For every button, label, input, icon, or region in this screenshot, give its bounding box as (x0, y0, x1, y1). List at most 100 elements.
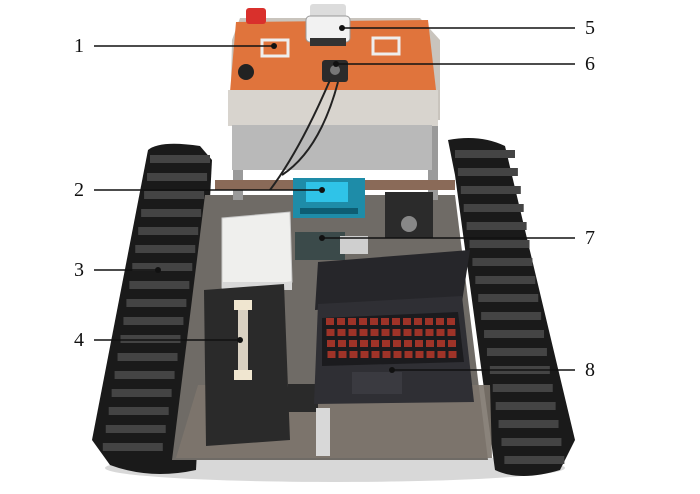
keyboard-key (437, 351, 446, 358)
lidar-sensor-icon (305, 4, 351, 46)
front-bracket (316, 408, 330, 456)
laptop-keys (326, 318, 457, 358)
keyboard-key (426, 340, 434, 347)
handle-icon (260, 38, 290, 58)
keyboard-key (436, 318, 444, 325)
camera-icon (322, 60, 348, 82)
callout-4: 4 (74, 329, 84, 351)
ground-shadow (105, 454, 565, 482)
keyboard-key (338, 351, 347, 358)
track-pad (123, 317, 184, 325)
track-pad (132, 263, 193, 271)
power-module-base (222, 282, 292, 290)
track-pad (492, 384, 553, 392)
driver-board-2 (340, 236, 368, 254)
power-switch (238, 64, 254, 80)
battery-pack (204, 284, 290, 446)
keyboard-key (426, 351, 435, 358)
track-pad (126, 299, 187, 307)
track-pad (135, 245, 196, 253)
track-pad (144, 191, 205, 199)
callout-6: 6 (585, 53, 595, 75)
keyboard-key (415, 351, 424, 358)
keyboard-key (447, 329, 456, 336)
track-pad (457, 168, 518, 176)
keyboard-key (392, 318, 400, 325)
controller-board (293, 178, 365, 218)
track-pad (460, 186, 521, 194)
callout-5: 5 (585, 17, 595, 39)
track-pad (455, 150, 515, 158)
keyboard-key (327, 340, 335, 347)
callout-1: 1 (74, 35, 84, 57)
keyboard-key (359, 318, 367, 325)
track-pad (108, 407, 169, 415)
keyboard-key (393, 351, 402, 358)
track-pad (469, 240, 530, 248)
keyboard-key (371, 351, 380, 358)
keyboard-key (338, 340, 346, 347)
track-pad (129, 281, 190, 289)
keyboard-key (447, 318, 455, 325)
track-pad (501, 438, 562, 446)
keyboard-key (425, 329, 434, 336)
track-pad (481, 312, 542, 320)
keyboard-key (381, 329, 390, 336)
keyboard-key (393, 340, 401, 347)
keyboard-key (436, 329, 445, 336)
track-pad (484, 330, 545, 338)
track-pad (102, 443, 163, 451)
keyboard-key (326, 318, 334, 325)
left-track-pads (102, 155, 210, 451)
keyboard-key (359, 329, 368, 336)
power-module (221, 211, 293, 289)
callout-2: 2 (74, 179, 84, 201)
track-pad (147, 173, 208, 181)
callout-3: 3 (74, 259, 84, 281)
track-pad (504, 456, 565, 464)
keyboard-key (371, 340, 379, 347)
leader-dot-1 (271, 43, 277, 49)
track-pad (478, 294, 539, 302)
track-pad (120, 335, 181, 343)
keyboard-key (326, 329, 335, 336)
keyboard-key (415, 340, 423, 347)
keyboard-key (349, 351, 358, 358)
track-pad (466, 222, 527, 230)
keyboard-key (437, 340, 445, 347)
leader-dot-8 (389, 367, 395, 373)
track-pad (486, 348, 547, 356)
keyboard-key (404, 351, 413, 358)
leader-dot-4 (237, 337, 243, 343)
track-pad (472, 258, 533, 266)
keyboard-key (381, 318, 389, 325)
track-pad (150, 155, 210, 163)
track-pad (141, 209, 202, 217)
laptop-touchpad (352, 372, 402, 394)
track-pad (111, 389, 172, 397)
keyboard-key (370, 318, 378, 325)
track-pad (463, 204, 524, 212)
leader-dot-3 (155, 267, 161, 273)
callout-7: 7 (585, 227, 595, 249)
keyboard-key (370, 329, 379, 336)
beacon-light (246, 8, 266, 24)
keyboard-key (327, 351, 336, 358)
keyboard-key (414, 329, 423, 336)
callout-8: 8 (585, 359, 595, 381)
track-pad (475, 276, 536, 284)
cable (269, 79, 331, 191)
frame-post-right (428, 126, 438, 200)
keyboard-key (448, 340, 456, 347)
keyboard-key (425, 318, 433, 325)
handle-icon (371, 36, 401, 56)
keyboard-key (404, 340, 412, 347)
keyboard-key (414, 318, 422, 325)
keyboard-key (349, 340, 357, 347)
keyboard-key (360, 340, 368, 347)
keyboard-key (403, 329, 412, 336)
keyboard-key (448, 351, 457, 358)
keyboard-key (348, 329, 357, 336)
